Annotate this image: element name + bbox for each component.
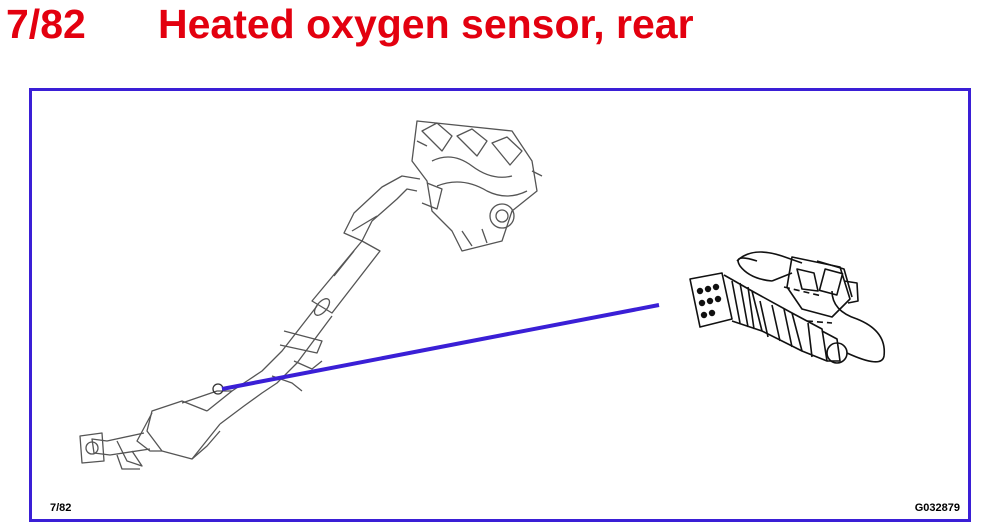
illustration-frame: 7/82 G032879 [29, 88, 971, 522]
page-header: 7/82 Heated oxygen sensor, rear [6, 0, 966, 50]
exhaust-system-illustration [79, 120, 543, 470]
exhaust-manifold [411, 120, 543, 252]
sensor-wire [737, 257, 886, 363]
page-title: Heated oxygen sensor, rear [158, 1, 694, 47]
illustration-canvas [79, 120, 886, 470]
figure-number: 7/82 [50, 502, 72, 514]
catalytic-converter [136, 390, 232, 460]
front-pipe [311, 175, 443, 316]
sensor-body [723, 274, 848, 364]
rear-pipe-flange [79, 432, 151, 470]
leader-line [221, 303, 660, 391]
section-code: 7/82 [6, 1, 86, 47]
sensor-probe [689, 272, 733, 328]
figure-id: G032879 [914, 502, 960, 514]
intermediate-pipe [206, 305, 333, 425]
sensor-connector [786, 256, 859, 318]
sensor-mount [212, 383, 224, 395]
oxygen-sensor-illustration [689, 251, 886, 364]
